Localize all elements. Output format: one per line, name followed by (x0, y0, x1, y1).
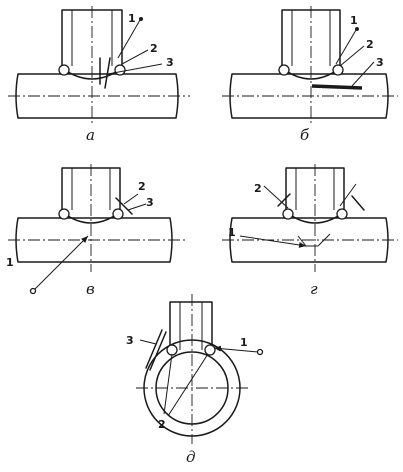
label-2-v: 2 (138, 180, 146, 193)
label-1-d: 1 (240, 336, 248, 349)
caption-d: д (186, 448, 196, 466)
label-3-b: 3 (376, 56, 384, 69)
label-2-a: 2 (150, 42, 158, 55)
label-3-d: 3 (126, 334, 134, 347)
label-2-b: 2 (366, 38, 374, 51)
figure-v: 2 3 1 в (6, 164, 186, 298)
caption-v: в (86, 280, 95, 298)
caption-b: б (300, 126, 310, 144)
caption-g: г (310, 280, 318, 298)
label-2-g: 2 (254, 182, 262, 195)
caption-a: а (86, 126, 95, 144)
figure-b: 1 2 3 б (222, 6, 398, 144)
label-1-b: 1 (350, 14, 358, 27)
label-1-a: 1 (128, 12, 136, 25)
label-1-g: 1 (228, 226, 236, 239)
label-3-v: 3 (146, 196, 154, 209)
figure-d: 3 1 2 д (126, 294, 264, 466)
figure-g: 2 1 г (222, 164, 398, 298)
label-3-a: 3 (166, 56, 174, 69)
label-2-d: 2 (158, 418, 166, 431)
label-1-v: 1 (6, 256, 14, 269)
figure-a: 1 2 3 а (8, 6, 190, 144)
